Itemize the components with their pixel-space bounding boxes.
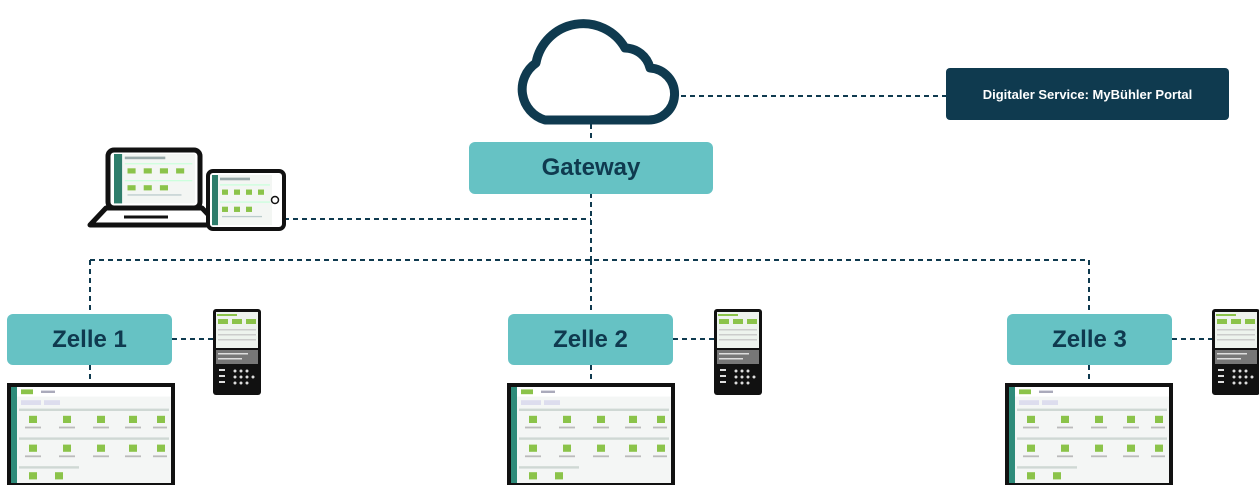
service-label: Digitaler Service: MyBühler Portal — [982, 86, 1193, 102]
connector-lines — [89, 95, 1212, 385]
service-node: Digitaler Service: MyBühler Portal — [946, 68, 1229, 120]
hmi-panel-2 — [714, 309, 762, 395]
cell-node-3: Zelle 3 — [1007, 314, 1172, 365]
monitor-screen-3 — [1005, 383, 1173, 485]
cell-label: Zelle 2 — [553, 325, 628, 353]
gateway-label: Gateway — [541, 154, 641, 181]
cell-node-1: Zelle 1 — [7, 314, 172, 365]
monitor-screen-2 — [507, 383, 675, 485]
cell-label: Zelle 3 — [1052, 325, 1127, 353]
gateway-node: Gateway — [469, 142, 713, 194]
cell-node-2: Zelle 2 — [508, 314, 673, 365]
cell-label: Zelle 1 — [52, 325, 127, 353]
laptop-icon — [87, 147, 221, 228]
tablet-icon — [206, 169, 286, 231]
hmi-panel-3 — [1212, 309, 1259, 395]
cloud-icon — [517, 19, 679, 125]
hmi-panel-1 — [213, 309, 261, 395]
monitor-screen-1 — [7, 383, 175, 485]
